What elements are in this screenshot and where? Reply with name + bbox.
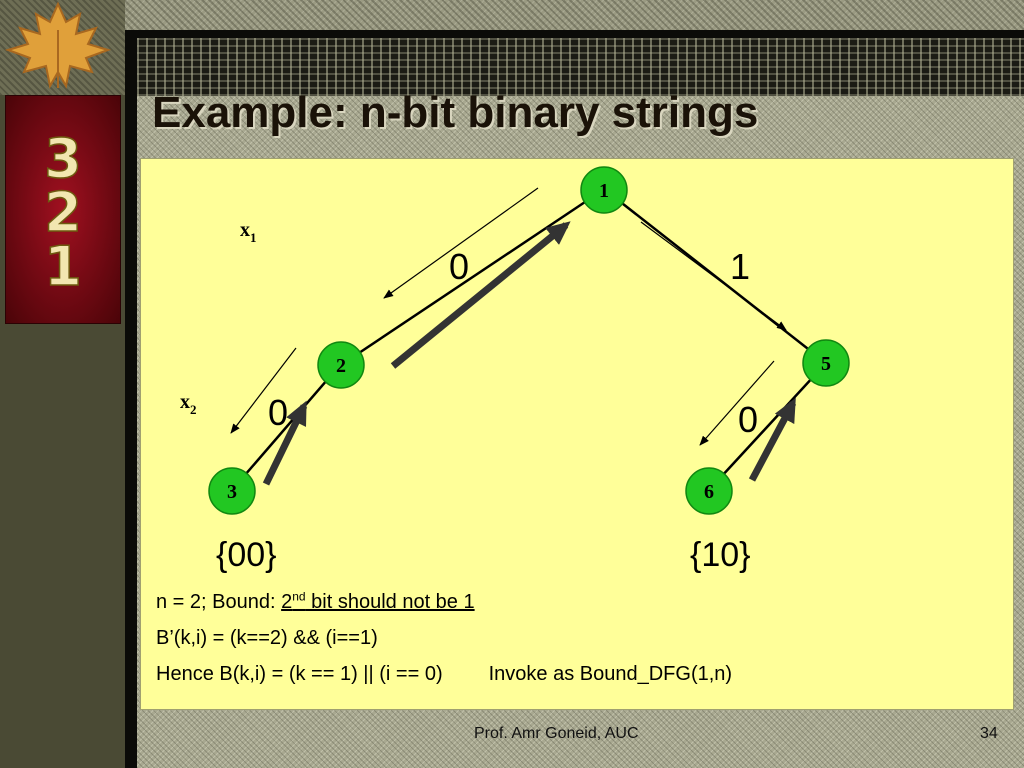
maple-leaf-icon: [4, 1, 112, 89]
hence-line: Hence B(k,i) = (k == 1) || (i == 0) Invok…: [156, 663, 732, 686]
slide-number: 34: [980, 725, 998, 742]
frame-top-bar: [125, 30, 1024, 38]
bound-condition: 2nd bit should not be 1: [281, 589, 475, 613]
descend-arrow: [640, 221, 787, 331]
descend-arrow: [699, 360, 775, 446]
descend-arrow: [230, 347, 297, 434]
bound-function: Hence B(k,i) = (k == 1) || (i == 0): [156, 663, 443, 685]
result-set-10: {10}: [690, 536, 751, 574]
descend-arrow: [383, 187, 539, 299]
edge-label: 0: [449, 246, 469, 287]
edge-label: 1: [730, 246, 750, 287]
title-band-pattern: [137, 38, 1024, 96]
backtrack-arrow: [748, 397, 797, 482]
bound-prefix: n = 2; Bound:: [156, 591, 282, 613]
bprime-function: B’(k,i) = (k==2) && (i==1): [156, 627, 378, 649]
svg-text:3: 3: [227, 481, 237, 503]
countdown-digit: 3: [44, 127, 82, 190]
countdown-digit: 2: [44, 181, 82, 244]
invoke-text: Invoke as Bound_DFG(1,n): [488, 663, 733, 685]
svg-text:1: 1: [599, 180, 609, 202]
svg-text:5: 5: [821, 353, 831, 375]
tree-edge: [708, 362, 827, 491]
svg-text:2: 2: [336, 355, 346, 377]
backtrack-arrow: [390, 221, 571, 369]
variable-x2-label: x2: [180, 391, 197, 417]
footer-author: Prof. Amr Goneid, AUC: [474, 725, 639, 742]
tree-node-5: 5: [802, 339, 850, 387]
frame-left-bar: [125, 30, 137, 768]
tree-node-6: 6: [685, 467, 733, 515]
edge-label: 0: [268, 392, 288, 433]
result-set-00: {00}: [216, 536, 277, 574]
bound-description: n = 2; Bound: 2nd bit should not be 1: [156, 589, 475, 614]
tree-node-2: 2: [317, 341, 365, 389]
content-panel: [140, 158, 1014, 710]
tree-node-3: 3: [208, 467, 256, 515]
countdown-digit: 1: [44, 235, 82, 298]
tree-node-1: 1: [580, 166, 628, 214]
edge-label: 0: [738, 399, 758, 440]
variable-x1-label: x1: [240, 219, 257, 245]
tree-edge: [231, 364, 341, 491]
countdown-321-image: 3 2 1: [5, 95, 121, 324]
backtrack-arrow: [262, 400, 308, 486]
slide-title: Example: n-bit binary strings: [152, 88, 759, 137]
svg-text:6: 6: [704, 481, 714, 503]
tree-edge: [617, 199, 827, 364]
